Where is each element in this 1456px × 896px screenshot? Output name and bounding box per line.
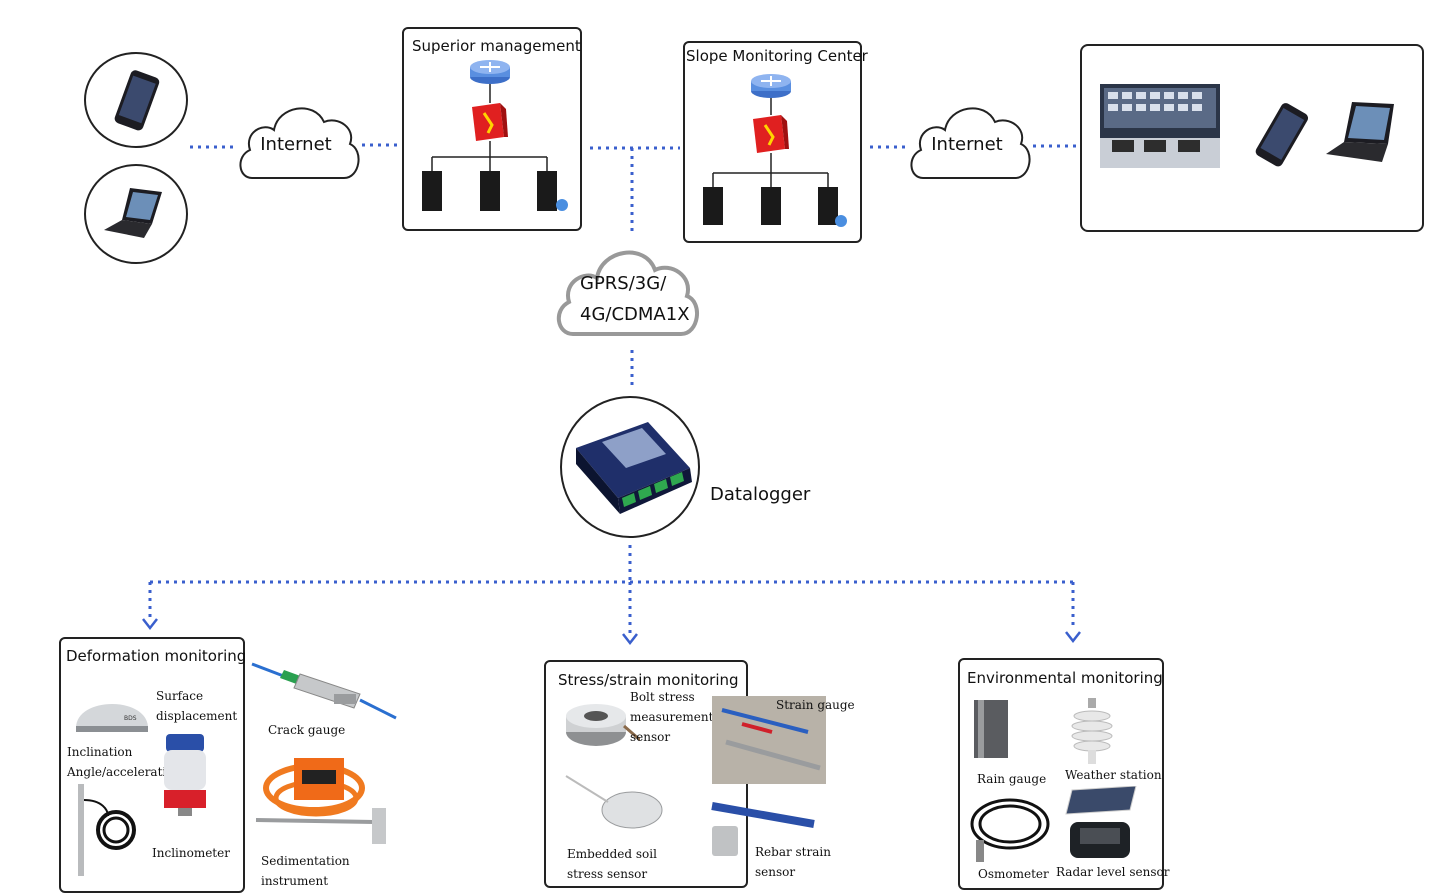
inclination-sensor-image: [164, 734, 206, 816]
radar-level-sensor-image: [1065, 786, 1137, 858]
internet-label-right: Internet: [931, 134, 1003, 155]
wireless-network-cloud: [557, 250, 700, 336]
slope-monitoring-center-box: [683, 41, 862, 243]
smartphone-icon: [1255, 103, 1309, 167]
strain-gauge-image: [712, 696, 826, 784]
center-network-graphic: [703, 74, 847, 227]
deformation-monitoring-title: Deformation monitoring: [66, 647, 247, 665]
control-room-image: [1100, 84, 1220, 168]
inclination-line2: Angle/acceleration: [67, 765, 182, 779]
stress-strain-monitoring-title: Stress/strain monitoring: [558, 671, 739, 689]
soil-line2: stress sensor: [567, 867, 648, 881]
inclination-line1: Inclination: [67, 745, 133, 759]
osmometer-image: [970, 798, 1050, 862]
svg-text:BDS: BDS: [124, 715, 137, 722]
rain-gauge-label: Rain gauge: [977, 772, 1047, 786]
bolt-line3: sensor: [630, 730, 671, 744]
surface-line2: displacement: [156, 709, 238, 723]
rebar-strain-label: Rebar strain sensor: [755, 842, 831, 882]
wireless-network-label: GPRS/3G/ 4G/CDMA1X: [580, 268, 690, 330]
embedded-soil-stress-label: Embedded soil stress sensor: [567, 844, 657, 884]
datalogger-icon: [576, 422, 692, 514]
router-icon: [751, 74, 791, 98]
environmental-monitoring-box: [958, 658, 1164, 890]
surface-displacement-label: Surface displacement: [156, 686, 237, 726]
sedimentation-instrument-image: [255, 758, 386, 844]
rebar-line1: Rebar strain: [755, 845, 831, 859]
firewall-icon: [753, 115, 789, 153]
weather-station-label: Weather station: [1065, 768, 1162, 782]
bolt-stress-sensor-image: [566, 704, 640, 746]
sedimentation-line1: Sedimentation: [261, 854, 350, 868]
sedimentation-line2: instrument: [261, 874, 329, 888]
bolt-line1: Bolt stress: [630, 690, 695, 704]
gnss-receiver-image: BDS: [76, 704, 148, 732]
soil-line1: Embedded soil: [567, 847, 657, 861]
superior-management-box: [402, 27, 582, 231]
firewall-icon: [472, 103, 508, 141]
radar-level-sensor-label: Radar level sensor: [1056, 865, 1170, 879]
laptop-node: [84, 164, 188, 264]
osmometer-label: Osmometer: [978, 867, 1049, 881]
superior-management-title: Superior management: [412, 37, 581, 55]
client-devices: [1100, 84, 1394, 168]
wireless-network-line1: GPRS/3G/: [580, 273, 667, 294]
bolt-stress-label: Bolt stress measurement sensor: [630, 687, 713, 747]
internet-cloud-right: [910, 107, 1031, 179]
sedimentation-instrument-label: Sedimentation instrument: [261, 851, 350, 891]
laptop-icon: [104, 188, 162, 238]
strain-gauge-label: Strain gauge: [776, 698, 855, 712]
smartphone-node: [84, 52, 188, 148]
smartphone-icon: [114, 70, 160, 131]
superior-network-graphic: [422, 60, 568, 211]
rebar-strain-sensor-image: [711, 802, 815, 856]
server-icons: [422, 171, 557, 211]
weather-station-image: [1071, 698, 1113, 764]
environmental-monitoring-title: Environmental monitoring: [967, 669, 1163, 687]
datalogger-node: [560, 396, 700, 538]
bolt-line2: measurement: [630, 710, 714, 724]
internet-cloud-left: [239, 107, 360, 179]
router-icon: [470, 60, 510, 84]
datalogger-label: Datalogger: [710, 484, 811, 505]
rebar-line2: sensor: [755, 865, 796, 879]
laptop-icon: [1326, 102, 1394, 162]
internet-label-left: Internet: [260, 134, 332, 155]
embedded-soil-stress-sensor-image: [565, 775, 663, 829]
slope-monitoring-center-title: Slope Monitoring Center: [686, 47, 868, 65]
wireless-network-line2: 4G/CDMA1X: [580, 304, 690, 325]
inclinometer-image: [78, 784, 136, 876]
inclination-label: Inclination Angle/acceleration: [67, 742, 181, 782]
server-icons: [703, 187, 838, 225]
crack-gauge-label: Crack gauge: [268, 723, 346, 737]
crack-gauge-image: [251, 662, 397, 720]
rain-gauge-image: [974, 700, 1008, 758]
deformation-monitoring-box: [59, 637, 245, 893]
inclinometer-label: Inclinometer: [152, 846, 230, 860]
surface-line1: Surface: [156, 689, 204, 703]
client-terminal-box: [1080, 44, 1424, 232]
